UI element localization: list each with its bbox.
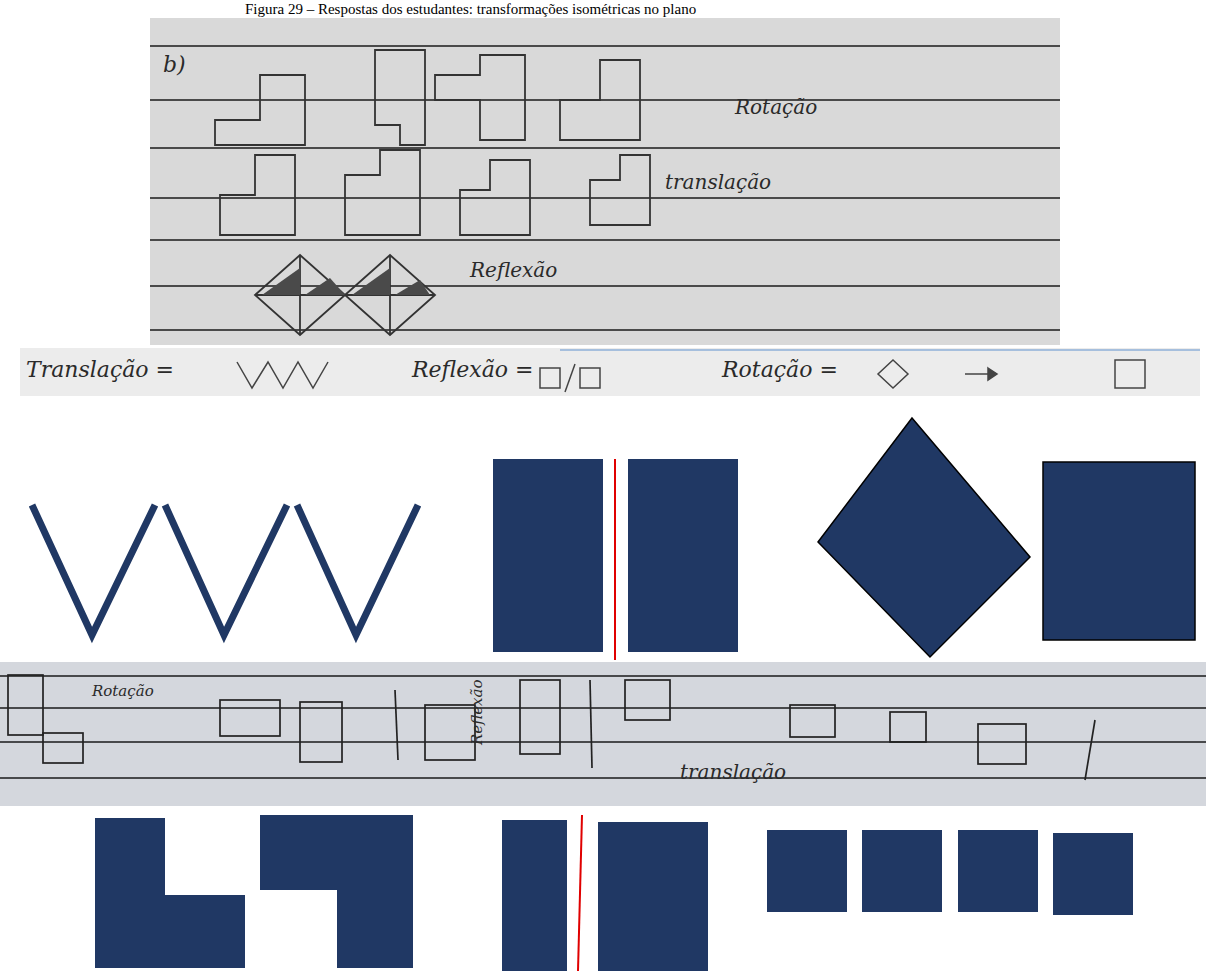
figure-caption: Figura 29 – Respostas dos estudantes: tr… — [245, 1, 696, 18]
handwritten-label: Translação = — [26, 357, 174, 382]
handwritten-label: Reflexão — [468, 680, 486, 746]
handwritten-label: Rotação = — [722, 357, 838, 382]
handwritten-label: Rotação — [735, 95, 817, 119]
handwritten-label: translação — [665, 170, 771, 194]
handwritten-label: translação — [680, 760, 786, 784]
item-letter: b) — [163, 52, 186, 77]
handwritten-label: Reflexão — [470, 258, 557, 282]
handwritten-label: Rotação — [92, 682, 154, 700]
handwritten-label: Reflexão = — [412, 357, 533, 382]
